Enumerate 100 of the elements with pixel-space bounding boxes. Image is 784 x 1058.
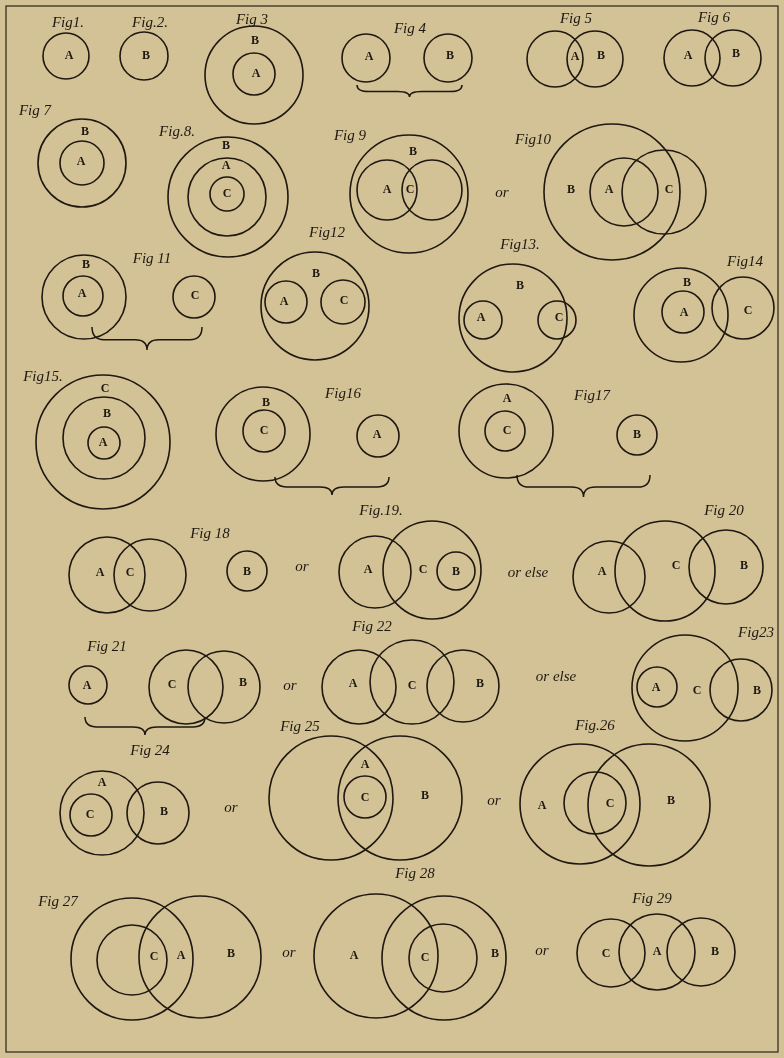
figure-number: Fig 3 (235, 11, 269, 27)
circle-letter: B (421, 789, 429, 801)
circle-letter: B (243, 565, 251, 577)
circle-letter: A (221, 159, 231, 171)
figure-number: Fig 4 (393, 20, 427, 36)
circle-letter: B (82, 258, 90, 270)
circle-letter: C (692, 684, 702, 696)
circle-letter: A (77, 287, 87, 299)
circle-letter: C (671, 559, 681, 571)
figure-number: Fig 9 (333, 127, 367, 143)
circle-letter: B (567, 183, 575, 195)
circle-letter: C (743, 304, 753, 316)
figure-number: Fig.26 (575, 717, 615, 733)
circle-letter: C (601, 947, 611, 959)
figure-number: Fig 5 (559, 10, 593, 26)
circle-letter: A (360, 758, 370, 770)
circle-letter: B (81, 125, 89, 137)
figure-number: Fig.19. (359, 502, 403, 518)
connective-word: or else (507, 564, 549, 580)
figure-number: Fig 11 (132, 250, 172, 266)
circle-letter: B (103, 407, 111, 419)
circle-letter: A (97, 776, 107, 788)
circle-letter: B (262, 396, 270, 408)
circle-letter: A (604, 183, 614, 195)
circle-letter: C (420, 951, 430, 963)
circle-letter: C (405, 183, 415, 195)
figure-number: Fig 25 (280, 718, 320, 734)
circle-letter: A (64, 49, 74, 61)
connective-word: or (283, 677, 297, 693)
connective-word: or (535, 942, 549, 958)
connective-word: or else (535, 668, 577, 684)
circle-letter: B (222, 139, 230, 151)
circle-letter: A (76, 155, 86, 167)
circle-letter: C (222, 187, 232, 199)
circle-letter: A (502, 392, 512, 404)
circle-letter: A (364, 50, 374, 62)
figure-number: Fig 21 (87, 638, 127, 654)
circle-letter: A (679, 306, 689, 318)
figure-number: Fig 18 (190, 525, 230, 541)
figure-number: Fig 20 (704, 502, 744, 518)
figure-number: Fig17 (574, 387, 610, 403)
circle-letter: C (339, 294, 349, 306)
circle-letter: C (502, 424, 512, 436)
circle-letter: C (125, 566, 135, 578)
circle-letter: A (98, 436, 108, 448)
figure-number: Fig 7 (18, 102, 52, 118)
circle-letter: B (476, 677, 484, 689)
circle-letter: B (732, 47, 740, 59)
circle-letter: B (667, 794, 675, 806)
circle-letter: B (409, 145, 417, 157)
circle-letter: B (633, 428, 641, 440)
circle-letter: A (279, 295, 289, 307)
circle-letter: A (597, 565, 607, 577)
circle-letter: B (740, 559, 748, 571)
figure-number: Fig 29 (632, 890, 672, 906)
circle-letter: C (418, 563, 428, 575)
circle-letter: A (95, 566, 105, 578)
circle-letter: C (554, 311, 564, 323)
figure-number: Fig1. (51, 14, 85, 30)
figure-number: Fig 22 (352, 618, 392, 634)
circle-letter: C (100, 382, 110, 394)
circle-letter: A (363, 563, 373, 575)
figure-number: Fig12 (309, 224, 345, 240)
figure-number: Fig 24 (130, 742, 170, 758)
circle-letter: C (664, 183, 674, 195)
figure-number: Fig10 (515, 131, 551, 147)
circle-letter: A (372, 428, 382, 440)
figure-number: Fig15. (23, 368, 63, 384)
circle-letter: C (360, 791, 370, 803)
circle-letter: A (651, 681, 661, 693)
figure-number: Fig 28 (395, 865, 435, 881)
circle-letter: B (491, 947, 499, 959)
connective-word: or (487, 792, 501, 808)
figure-number: Fig14 (727, 253, 763, 269)
circle-letter: A (176, 949, 186, 961)
figure-number: Fig16 (325, 385, 361, 401)
circle-letter: B (516, 279, 524, 291)
figure-number: Fig13. (500, 236, 540, 252)
circle-letter: C (605, 797, 615, 809)
circle-letter: B (753, 684, 761, 696)
circle-letter: A (537, 799, 547, 811)
connective-word: or (224, 799, 238, 815)
figure-number: Fig.2. (132, 14, 168, 30)
circle-letter: A (251, 67, 261, 79)
circle-letter: B (227, 947, 235, 959)
connective-word: or (282, 944, 296, 960)
circle-letter: B (312, 267, 320, 279)
circle-letter: A (82, 679, 92, 691)
circle-letter: C (167, 678, 177, 690)
circle-letter: B (142, 49, 150, 61)
circle-letter: B (239, 676, 247, 688)
connective-word: or (495, 184, 509, 200)
circle-letter: C (407, 679, 417, 691)
circle-letter: B (711, 945, 719, 957)
figure-number: Fig 27 (38, 893, 78, 909)
circle-letter: C (259, 424, 269, 436)
circle-letter: A (476, 311, 486, 323)
circle-letter: B (251, 34, 259, 46)
circle-letter: B (446, 49, 454, 61)
circle-letter: C (190, 289, 200, 301)
